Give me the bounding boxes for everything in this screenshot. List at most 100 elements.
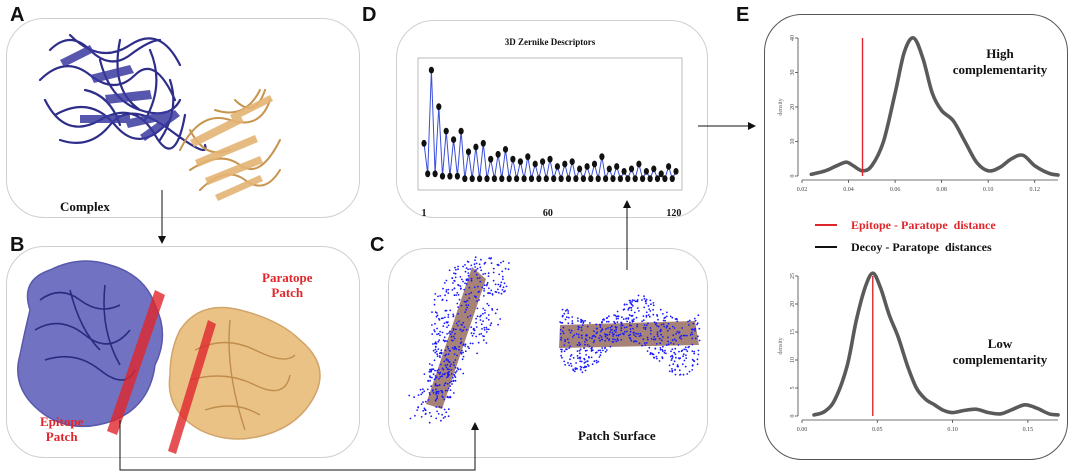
high-label-line2: complementarity bbox=[952, 62, 1048, 77]
data-point bbox=[584, 163, 590, 170]
data-point bbox=[525, 153, 531, 161]
data-point bbox=[606, 165, 612, 173]
data-point bbox=[428, 66, 434, 74]
data-point bbox=[499, 175, 505, 183]
data-point bbox=[591, 160, 598, 168]
data-point bbox=[562, 160, 568, 168]
data-point bbox=[543, 175, 549, 183]
data-point bbox=[569, 158, 575, 166]
patch-plane-left bbox=[426, 267, 486, 409]
data-point bbox=[514, 175, 520, 183]
data-point bbox=[451, 136, 457, 143]
data-point bbox=[443, 127, 449, 135]
data-point bbox=[599, 153, 605, 161]
panel-letter-d: D bbox=[362, 4, 377, 26]
data-point bbox=[506, 175, 512, 183]
surface-structures bbox=[17, 260, 321, 454]
x-tick-label: 0.15 bbox=[1023, 427, 1034, 433]
data-point bbox=[554, 163, 560, 170]
data-point bbox=[654, 175, 661, 183]
y-tick-label: 40 bbox=[790, 35, 796, 41]
data-point bbox=[673, 168, 679, 175]
epitope-label: Epitope Patch bbox=[40, 414, 83, 444]
low-label-line2: complementarity bbox=[952, 352, 1048, 367]
data-point bbox=[510, 155, 516, 163]
x-tick-label: 0.05 bbox=[872, 427, 883, 433]
x-tick-label: 60 bbox=[543, 208, 553, 219]
data-point bbox=[521, 175, 527, 183]
data-point bbox=[454, 172, 460, 180]
complex-caption: Complex bbox=[60, 199, 110, 214]
legend-item-epitope: Epitope - Paratope distance bbox=[815, 216, 996, 234]
data-point bbox=[669, 175, 675, 183]
epitope-plane bbox=[107, 290, 165, 435]
x-tick-label: 0.12 bbox=[1029, 187, 1040, 193]
data-point bbox=[577, 165, 583, 173]
panel-letter-a: A bbox=[10, 4, 25, 26]
data-point bbox=[647, 175, 653, 183]
panel-d-box bbox=[396, 20, 708, 218]
y-tick-label: 10 bbox=[790, 139, 796, 145]
legend-swatch-black bbox=[815, 246, 837, 248]
x-tick-label: 0.10 bbox=[947, 427, 958, 433]
y-axis-label: density bbox=[778, 337, 784, 354]
y-tick-label: 20 bbox=[790, 301, 796, 307]
data-point bbox=[595, 175, 601, 183]
data-point bbox=[532, 160, 538, 168]
legend-swatch-red bbox=[815, 224, 837, 226]
x-tick-label: 0.04 bbox=[843, 187, 854, 193]
x-tick-label: 0.06 bbox=[890, 187, 901, 193]
arrow-a-to-b bbox=[158, 190, 166, 244]
legend-item-decoy: Decoy - Paratope distances bbox=[815, 238, 996, 256]
data-point bbox=[480, 139, 486, 147]
data-point bbox=[439, 172, 446, 180]
density-curve bbox=[809, 36, 1060, 177]
x-tick-label: 0.08 bbox=[936, 187, 947, 193]
data-point bbox=[551, 175, 557, 183]
data-point bbox=[447, 172, 453, 180]
plot-frame bbox=[417, 57, 683, 191]
data-point bbox=[640, 175, 646, 183]
paratope-label: Paratope Patch bbox=[262, 270, 313, 300]
arrow-c-to-d bbox=[623, 200, 631, 270]
panel-a-box bbox=[6, 18, 360, 218]
data-point bbox=[484, 175, 490, 183]
legend-label-decoy: Decoy - Paratope distances bbox=[851, 239, 992, 254]
data-point bbox=[580, 175, 586, 183]
data-point bbox=[528, 175, 535, 183]
y-tick-label: 0 bbox=[790, 175, 796, 178]
data-point bbox=[565, 175, 572, 183]
data-point bbox=[666, 163, 672, 170]
high-label-line1: High bbox=[986, 46, 1014, 61]
data-point bbox=[662, 175, 668, 183]
complex-structure bbox=[38, 33, 281, 201]
panel-letter-c: C bbox=[370, 234, 385, 256]
data-point bbox=[643, 168, 649, 175]
x-tick-label: 0.10 bbox=[983, 187, 994, 193]
data-point bbox=[502, 146, 509, 153]
x-tick-label: 120 bbox=[666, 208, 681, 219]
data-point bbox=[621, 168, 627, 175]
arrow-d-to-e bbox=[698, 122, 756, 130]
data-point bbox=[617, 175, 623, 183]
low-label-line1: Low bbox=[987, 336, 1013, 351]
data-point bbox=[536, 175, 542, 183]
y-tick-label: 25 bbox=[790, 273, 796, 279]
y-axis-label: density bbox=[778, 98, 784, 115]
y-tick-label: 0 bbox=[790, 415, 796, 418]
data-point bbox=[473, 143, 479, 151]
high-label: High complementarity bbox=[940, 46, 1060, 78]
y-tick-label: 15 bbox=[790, 329, 796, 335]
patch-surface-caption: Patch Surface bbox=[578, 428, 656, 443]
panel-letter-e: E bbox=[736, 4, 750, 26]
x-tick-label: 1 bbox=[422, 208, 427, 219]
data-point bbox=[636, 160, 642, 168]
x-tick-label: 0.00 bbox=[797, 427, 808, 433]
data-point bbox=[658, 170, 664, 178]
paratope-plane bbox=[168, 320, 216, 454]
data-point bbox=[462, 175, 468, 183]
data-point bbox=[436, 103, 442, 111]
